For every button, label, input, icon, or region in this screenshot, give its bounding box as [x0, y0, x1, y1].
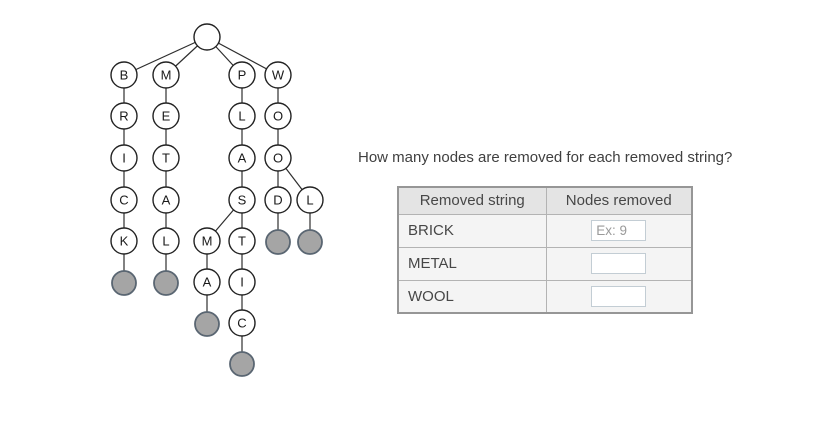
question-text: How many nodes are removed for each remo…	[358, 149, 733, 166]
trie-node-label-L2: L	[306, 193, 313, 208]
trie-node-label-W: W	[272, 68, 285, 83]
trie-node-M1	[152, 61, 180, 89]
nodes-removed-cell	[545, 246, 693, 281]
trie-node-T1	[152, 144, 180, 172]
trie-node-label-I1: I	[122, 151, 126, 166]
nodes-removed-input-metal[interactable]	[591, 253, 647, 274]
answer-table: Removed string Nodes removed BRICK METAL…	[397, 186, 693, 314]
trie-node-label-T2: T	[238, 234, 246, 249]
trie-node-S	[228, 186, 256, 214]
removed-string-cell: WOOL	[397, 279, 547, 314]
trie-node-label-L3: L	[162, 234, 169, 249]
table-row-wool: WOOL	[397, 279, 693, 314]
trie-node-label-A2: A	[162, 193, 171, 208]
trie-node-P	[228, 61, 256, 89]
trie-node-L2	[296, 186, 324, 214]
trie-edge-root-B	[123, 36, 208, 76]
table-header-row: Removed string Nodes removed	[397, 186, 693, 215]
trie-node-A3	[193, 268, 221, 296]
trie-node-L1	[228, 102, 256, 130]
nodes-removed-input-wool[interactable]	[591, 285, 647, 307]
trie-node-label-K: K	[120, 234, 129, 249]
header-removed-string: Removed string	[397, 186, 547, 215]
trie-terminal-node	[111, 270, 137, 296]
trie-node-O2	[264, 144, 292, 172]
trie-diagram: B M P W R E L O I T A O C A S D L K L M T A I C	[110, 23, 324, 377]
trie-node-R	[110, 102, 138, 130]
trie-node-label-S: S	[238, 193, 247, 208]
nodes-removed-cell	[545, 279, 693, 314]
removed-string-cell: BRICK	[397, 213, 547, 248]
trie-node-E	[152, 102, 180, 130]
trie-node-label-B: B	[120, 68, 129, 83]
trie-node-label-I2: I	[240, 275, 244, 290]
trie-node-I1	[110, 144, 138, 172]
trie-node-O1	[264, 102, 292, 130]
trie-terminal-node	[194, 311, 220, 337]
trie-node-label-M2: M	[202, 234, 213, 249]
trie-node-A1	[228, 144, 256, 172]
nodes-removed-input-brick[interactable]	[591, 220, 647, 241]
trie-node-B	[110, 61, 138, 89]
trie-node-C2	[228, 309, 256, 337]
trie-node-W	[264, 61, 292, 89]
trie-node-A2	[152, 186, 180, 214]
trie-terminal-node	[265, 229, 291, 255]
trie-node-D	[264, 186, 292, 214]
trie-node-K	[110, 227, 138, 255]
trie-node-label-A1: A	[238, 151, 247, 166]
trie-root-node	[193, 23, 221, 51]
trie-node-label-D: D	[273, 193, 282, 208]
trie-terminal-node	[229, 351, 255, 377]
trie-node-I2	[228, 268, 256, 296]
trie-node-label-C1: C	[119, 193, 128, 208]
trie-terminal-node	[153, 270, 179, 296]
trie-node-label-L1: L	[238, 109, 245, 124]
trie-node-M2	[193, 227, 221, 255]
trie-node-label-O2: O	[273, 151, 283, 166]
trie-node-label-R: R	[119, 109, 128, 124]
trie-node-label-P: P	[238, 68, 247, 83]
trie-node-label-E: E	[162, 109, 171, 124]
trie-node-label-T1: T	[162, 151, 170, 166]
trie-node-T2	[228, 227, 256, 255]
removed-string-cell: METAL	[397, 246, 547, 281]
trie-node-L3	[152, 227, 180, 255]
trie-node-label-A3: A	[203, 275, 212, 290]
trie-node-label-M1: M	[161, 68, 172, 83]
nodes-removed-cell	[545, 213, 693, 248]
trie-node-label-O1: O	[273, 109, 283, 124]
header-nodes-removed: Nodes removed	[545, 186, 693, 215]
table-row-brick: BRICK	[397, 213, 693, 248]
trie-node-C1	[110, 186, 138, 214]
trie-node-label-C2: C	[237, 316, 246, 331]
trie-terminal-node	[297, 229, 323, 255]
table-row-metal: METAL	[397, 246, 693, 281]
